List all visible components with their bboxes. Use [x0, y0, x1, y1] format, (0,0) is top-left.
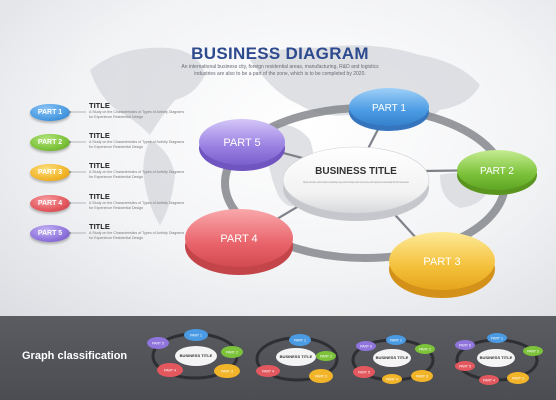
- legend-pill-part3[interactable]: PART 3: [30, 164, 70, 181]
- thumb-part-label: PART 5: [152, 342, 164, 346]
- node-part5[interactable]: PART 5: [199, 119, 285, 171]
- legend-item-part4: PART 4 TITLE A Study on the Characterist…: [30, 192, 184, 216]
- node-part1[interactable]: PART 1: [349, 88, 429, 131]
- legend-item-part5: PART 5 TITLE A Study on the Characterist…: [30, 222, 184, 246]
- thumb-part-label: PART 3: [416, 375, 428, 379]
- legend-item-part1: PART 1 TITLE A Study on the Characterist…: [30, 101, 184, 125]
- node-label-part5: PART 5: [223, 137, 260, 149]
- node-label-part2: PART 2: [480, 166, 514, 177]
- thumb-part-label: PART 6: [459, 344, 471, 348]
- legend-item-part3: PART 3 TITLE A Study on the Characterist…: [30, 161, 184, 185]
- legend-description: A Study on the Characteristics of Types …: [89, 201, 185, 210]
- legend-title: TITLE: [89, 192, 110, 201]
- legend-pill-part5[interactable]: PART 5: [30, 225, 70, 242]
- node-label-part4: PART 4: [220, 233, 257, 245]
- center-description: Industry and tourism, with the objective…: [303, 180, 409, 184]
- node-part3[interactable]: PART 3: [389, 232, 495, 298]
- thumb-center-title: BUSINESS TITLE: [480, 355, 513, 360]
- legend-title: TITLE: [89, 161, 110, 170]
- center-node[interactable]: BUSINESS TITLE Industry and tourism, wit…: [282, 146, 430, 221]
- node-part2[interactable]: PART 2: [457, 150, 537, 195]
- thumbnail-6-parts-alt[interactable]: BUSINESS TITLE PART 1 PART 2 PART 3 PART…: [455, 333, 543, 385]
- legend-item-part2: PART 2 TITLE A Study on the Characterist…: [30, 131, 184, 155]
- legend-description: A Study on the Characteristics of Types …: [89, 140, 185, 149]
- page-subtitle: An international business city, foreign …: [181, 64, 379, 77]
- legend-title: TITLE: [89, 131, 110, 140]
- thumbnail-5-parts[interactable]: BUSINESS TITLE PART 1 PART 2 PART 3 PART…: [147, 329, 243, 380]
- thumb-part-label: PART 1: [390, 339, 402, 343]
- legend-description: A Study on the Characteristics of Types …: [89, 231, 185, 240]
- legend-description: A Study on the Characteristics of Types …: [89, 110, 185, 119]
- thumb-part-label: PART 2: [320, 355, 332, 359]
- cycle-diagram: BUSINESS TITLE Industry and tourism, wit…: [68, 88, 537, 298]
- legend-title: TITLE: [89, 101, 110, 110]
- graph-classification-bar: Graph classification BUSINESS TITLE PART…: [0, 316, 556, 400]
- center-title: BUSINESS TITLE: [315, 166, 397, 177]
- thumb-part-label: PART 4: [164, 369, 176, 373]
- thumb-center-title: BUSINESS TITLE: [376, 355, 409, 360]
- thumb-part-label: PART 1: [190, 334, 202, 338]
- thumbnail-strip: BUSINESS TITLE PART 1 PART 2 PART 3 PART…: [147, 329, 543, 385]
- thumb-part-label: PART 2: [527, 350, 539, 354]
- legend-connector-lines: [68, 110, 86, 235]
- thumb-part-label: PART 1: [294, 339, 306, 343]
- thumb-part-label: PART 5: [459, 365, 471, 369]
- thumb-part-label: PART 3: [221, 370, 233, 374]
- legend-title: TITLE: [89, 222, 110, 231]
- legend-pill-part1[interactable]: PART 1: [30, 104, 70, 121]
- thumb-part-label: PART 2: [226, 351, 238, 355]
- page-title: BUSINESS DIAGRAM: [191, 44, 369, 63]
- thumb-center-title: BUSINESS TITLE: [280, 354, 313, 359]
- thumbnail-6-parts[interactable]: BUSINESS TITLE PART 1 PART 2 PART 3 PART…: [351, 335, 435, 384]
- legend-pill-part4[interactable]: PART 4: [30, 195, 70, 212]
- thumb-part-label: PART 4: [386, 378, 398, 382]
- thumb-part-label: PART 5: [358, 371, 370, 375]
- thumb-part-label: PART 4: [262, 370, 274, 374]
- thumb-center-title: BUSINESS TITLE: [180, 353, 213, 358]
- node-part4[interactable]: PART 4: [185, 209, 293, 275]
- diagram-area: BUSINESS DIAGRAM An international busine…: [0, 0, 556, 316]
- node-label-part1: PART 1: [372, 103, 406, 114]
- thumb-part-label: PART 6: [360, 345, 372, 349]
- thumb-part-label: PART 4: [483, 379, 495, 383]
- node-label-part3: PART 3: [423, 256, 460, 268]
- thumb-part-label: PART 1: [491, 337, 503, 341]
- thumb-part-label: PART 2: [419, 348, 431, 352]
- thumb-part-label: PART 3: [315, 375, 327, 379]
- thumbnail-4-parts[interactable]: BUSINESS TITLE PART 1 PART 2 PART 3 PART…: [255, 334, 339, 383]
- legend-pill-part2[interactable]: PART 2: [30, 134, 70, 151]
- thumb-part-label: PART 3: [512, 377, 524, 381]
- graph-classification-label: Graph classification: [22, 350, 128, 362]
- legend-description: A Study on the Characteristics of Types …: [89, 170, 185, 179]
